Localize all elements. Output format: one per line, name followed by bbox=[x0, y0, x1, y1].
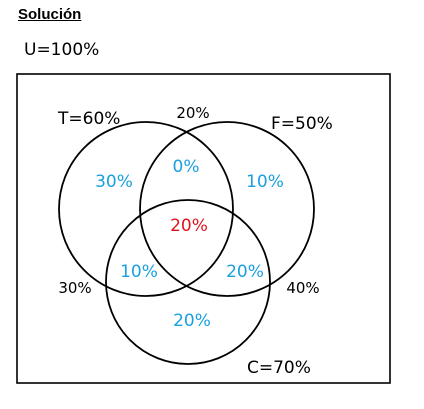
t-c-only-value: 10% bbox=[120, 262, 158, 282]
set-f-circle bbox=[139, 121, 315, 297]
outside-top-value: 20% bbox=[176, 104, 209, 122]
set-t-circle bbox=[58, 121, 234, 297]
universe-label: U=100% bbox=[24, 40, 100, 60]
set-f-label: F=50% bbox=[271, 114, 333, 134]
c-only-value: 20% bbox=[173, 311, 211, 331]
t-f-only-value: 0% bbox=[173, 157, 200, 177]
outside-left-value: 30% bbox=[58, 279, 91, 297]
f-only-value: 10% bbox=[246, 172, 284, 192]
universe-box bbox=[16, 73, 391, 384]
set-c-circle bbox=[105, 199, 271, 365]
set-t-label: T=60% bbox=[57, 109, 120, 129]
solution-heading: Solución bbox=[18, 6, 82, 23]
set-c-label: C=70% bbox=[247, 358, 311, 378]
t-f-c-value: 20% bbox=[170, 216, 208, 236]
f-c-only-value: 20% bbox=[226, 262, 264, 282]
t-only-value: 30% bbox=[95, 172, 133, 192]
outside-right-value: 40% bbox=[286, 279, 319, 297]
